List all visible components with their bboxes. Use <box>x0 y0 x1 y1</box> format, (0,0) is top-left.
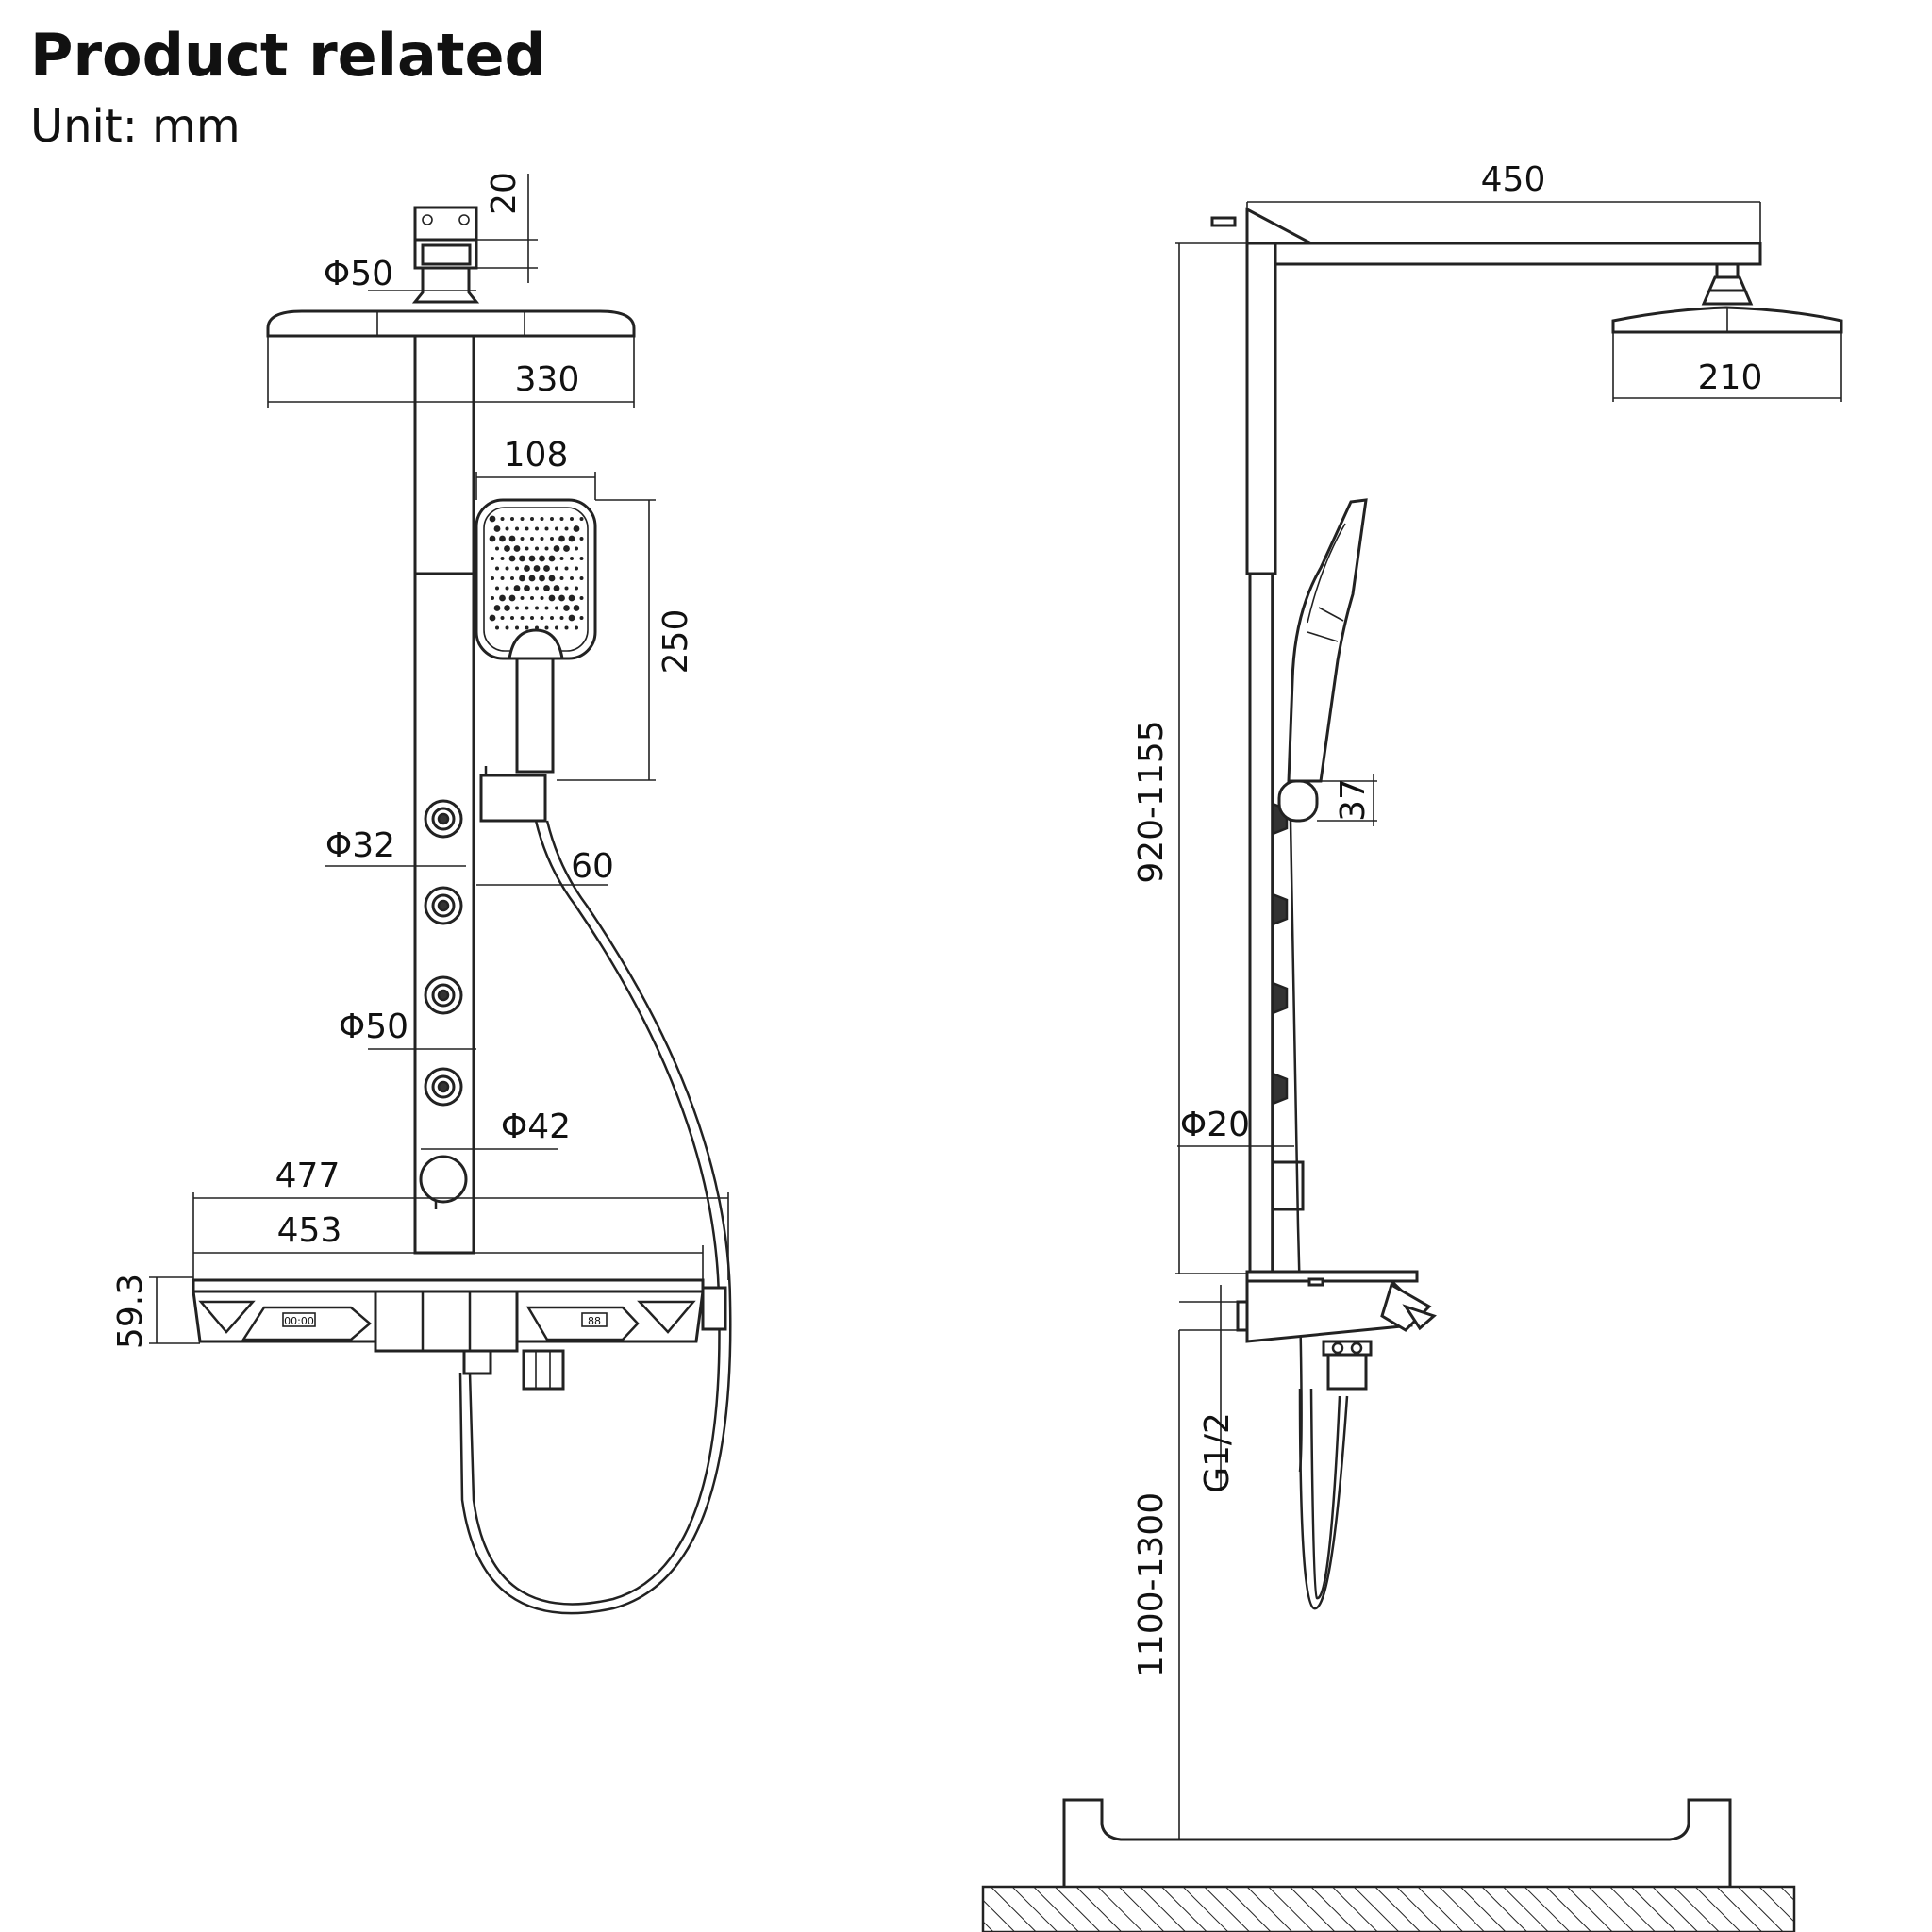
display-right: 88 <box>588 1315 601 1327</box>
svg-text:Φ42: Φ42 <box>501 1108 571 1146</box>
dim-shelf-height: 59.3 <box>111 1274 200 1349</box>
svg-text:Φ20: Φ20 <box>1180 1106 1250 1144</box>
svg-text:1100-1300: 1100-1300 <box>1132 1492 1171 1677</box>
front-view: 00:00 88 20 Φ50 330 <box>111 172 732 1615</box>
dim-shelf-outer: 477 <box>192 1157 729 1280</box>
body-jet <box>424 975 463 1015</box>
svg-text:453: 453 <box>277 1211 342 1250</box>
thermostat-shelf: 00:00 88 <box>192 1278 727 1391</box>
dim-column-range: 920-1155 <box>1132 242 1247 1274</box>
svg-text:37: 37 <box>1334 778 1373 822</box>
dim-jet-diameter: Φ32 <box>325 826 466 867</box>
body-jet <box>424 1067 463 1107</box>
svg-text:20: 20 <box>485 172 524 215</box>
svg-text:108: 108 <box>504 436 569 475</box>
dim-inlet: G1/2 <box>1179 1285 1238 1493</box>
side-column <box>1248 572 1274 1274</box>
svg-text:Φ50: Φ50 <box>339 1008 408 1046</box>
dim-shelf-inner: 453 <box>193 1211 704 1280</box>
dim-head-diameter: 210 <box>1612 332 1842 402</box>
dim-holder-diameter: Φ50 <box>324 255 476 293</box>
upper-pipe <box>413 334 475 575</box>
svg-text:G1/2: G1/2 <box>1198 1412 1237 1493</box>
dim-top-height: 20 <box>476 172 538 283</box>
hand-shower-bracket <box>479 774 547 823</box>
dim-bracket-height: 37 <box>1317 774 1377 826</box>
shower-hose <box>468 820 721 1606</box>
svg-text:920-1155: 920-1155 <box>1132 720 1171 883</box>
shower-arm <box>1245 242 1762 266</box>
side-thermostat <box>1236 1270 1437 1391</box>
svg-text:250: 250 <box>657 609 695 675</box>
dim-bracket-offset: 60 <box>476 847 614 886</box>
dim-hand-width: 108 <box>475 436 596 500</box>
svg-text:450: 450 <box>1481 160 1546 199</box>
body-jet <box>424 886 463 925</box>
side-upper-pipe <box>1245 242 1277 575</box>
svg-text:60: 60 <box>571 847 614 886</box>
dim-hand-length: 250 <box>557 499 695 781</box>
floor-hatch <box>981 1885 1796 1932</box>
dim-arm-length: 450 <box>1246 160 1761 243</box>
side-view: 450 210 920-1155 37 Φ20 G1/2 <box>981 160 1843 1932</box>
svg-text:330: 330 <box>515 360 580 399</box>
side-hand-shower <box>1287 498 1368 783</box>
svg-text:477: 477 <box>275 1157 341 1195</box>
svg-text:Φ50: Φ50 <box>324 255 393 293</box>
dim-knob-diameter: Φ42 <box>421 1108 571 1150</box>
diverter-knob <box>419 1155 468 1204</box>
unit-label: Unit: mm <box>30 100 241 153</box>
svg-text:210: 210 <box>1698 358 1763 397</box>
dim-jet-diameter-2: Φ50 <box>339 1008 476 1050</box>
hand-shower-handle <box>515 657 555 774</box>
dim-pipe-diameter: Φ20 <box>1177 1106 1294 1147</box>
bathtub-profile <box>1062 1798 1732 1887</box>
dim-floor-range: 1100-1300 <box>1132 1330 1180 1840</box>
dim-head-width: 330 <box>267 336 635 408</box>
side-bracket <box>1277 779 1319 823</box>
rain-shower-head <box>266 309 636 338</box>
hand-shower-nozzles <box>489 515 584 630</box>
page-title: Product related <box>30 21 546 90</box>
svg-text:Φ32: Φ32 <box>325 826 395 865</box>
svg-text:59.3: 59.3 <box>111 1274 150 1349</box>
display-left: 00:00 <box>284 1315 314 1327</box>
body-jet <box>424 799 463 839</box>
